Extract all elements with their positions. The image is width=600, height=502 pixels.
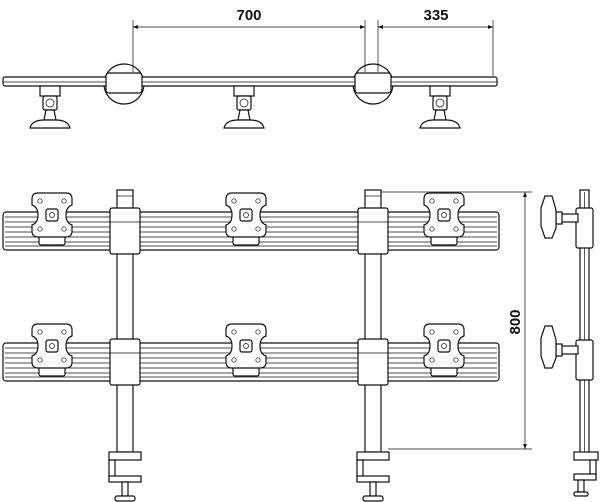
side-view bbox=[540, 189, 599, 497]
top-view-monitor-head-3 bbox=[419, 85, 461, 129]
top-view-bar bbox=[2, 76, 498, 87]
front-view-vesa-plate-1 bbox=[31, 192, 73, 238]
front-view-desk-clamp-left bbox=[108, 451, 142, 502]
top-view-monitor-head-1 bbox=[29, 85, 71, 129]
side-view-monitor-plate-upper bbox=[540, 195, 557, 239]
front-view-vesa-plate-2 bbox=[225, 192, 267, 238]
front-view-vesa-plate-6 bbox=[423, 323, 465, 369]
top-view: 700 335 bbox=[2, 7, 498, 129]
dimension-label-height: 800 bbox=[507, 309, 524, 334]
top-view-monitor-head-2 bbox=[223, 85, 265, 129]
front-view-desk-clamp-right bbox=[356, 451, 390, 502]
side-view-desk-clamp bbox=[573, 491, 589, 497]
dimension-label-top-overhang: 335 bbox=[423, 7, 448, 24]
top-view-pole-clamp-right bbox=[354, 72, 392, 94]
side-view-monitor-plate-lower bbox=[540, 325, 557, 369]
dimension-label-top-span: 700 bbox=[236, 7, 261, 24]
front-view-vesa-plate-3 bbox=[423, 192, 465, 238]
front-view-vesa-plate-4 bbox=[31, 323, 73, 369]
front-view: 800 bbox=[2, 189, 532, 502]
top-view-pole-clamp-left bbox=[105, 72, 143, 94]
front-view-vesa-plate-5 bbox=[225, 323, 267, 369]
